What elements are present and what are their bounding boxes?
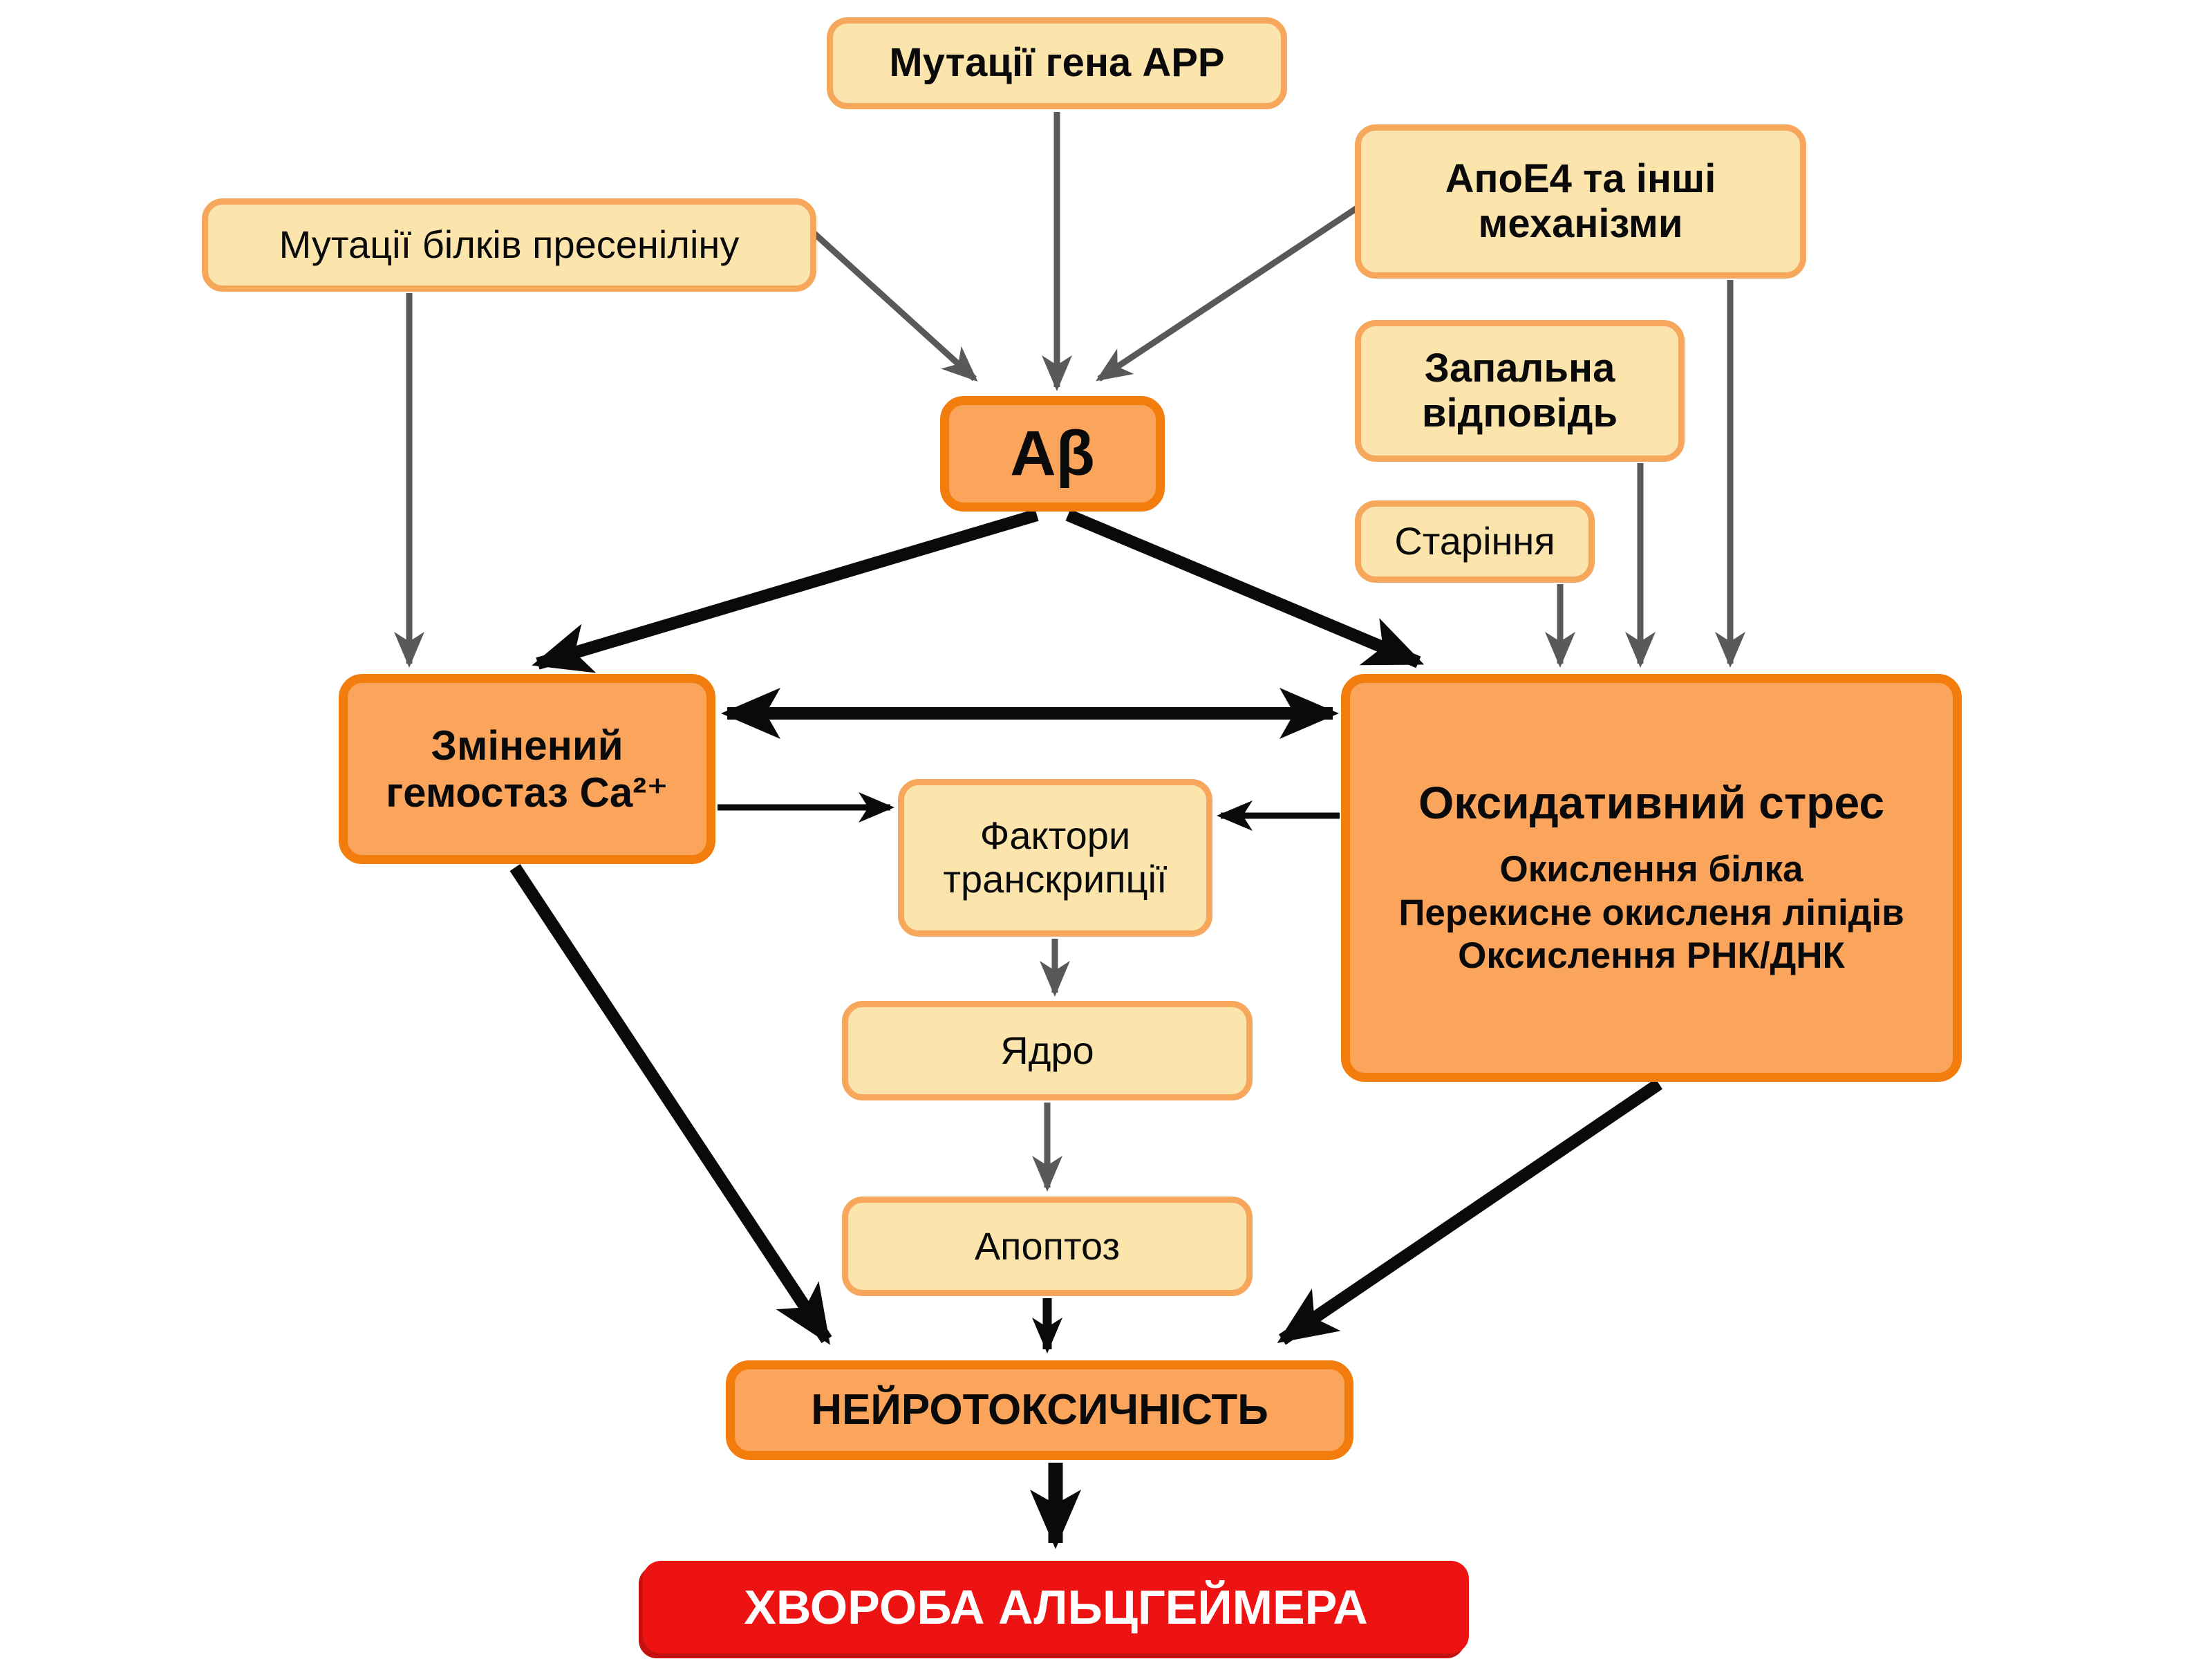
node-label: Апоптоз	[974, 1224, 1121, 1268]
edge-apoe4-to-abeta	[1095, 201, 1365, 382]
node-label: Фактори транскрипції	[943, 814, 1168, 901]
edge-abeta-to-oxidative	[1065, 509, 1425, 668]
node-app-gene-mutations: Мутації гена APP	[827, 17, 1287, 109]
node-transcription-factors: Фактори транскрипції	[898, 779, 1212, 937]
node-alzheimers-disease: ХВОРОБА АЛЬЦГЕЙМЕРА	[643, 1561, 1469, 1653]
node-nucleus: Ядро	[842, 1001, 1253, 1100]
node-aging: Старіння	[1355, 500, 1595, 583]
edge-abeta-to-calcium	[532, 509, 1039, 673]
node-item-rna-dna-oxidation: Оксислення РНК/ДНК	[1458, 935, 1845, 977]
node-label: Мутації гена APP	[889, 40, 1225, 86]
node-presenilin-mutations: Мутації білків пресеніліну	[202, 198, 816, 292]
node-label: Запальна відповідь	[1421, 345, 1618, 435]
node-label: НЕЙРОТОКСИЧНІСТЬ	[811, 1386, 1268, 1434]
node-label: АпоЕ4 та інші механізми	[1445, 156, 1716, 246]
node-label: ХВОРОБА АЛЬЦГЕЙМЕРА	[744, 1580, 1368, 1634]
node-item-protein-oxidation: Окислення білка	[1499, 849, 1803, 890]
node-title: Оксидативний стрес	[1418, 777, 1885, 829]
node-label: Аβ	[1010, 418, 1095, 489]
node-inflammatory-response: Запальна відповідь	[1355, 320, 1685, 462]
node-neurotoxicity: НЕЙРОТОКСИЧНІСТЬ	[726, 1360, 1353, 1460]
node-altered-calcium-homeostasis: Змінений гемостаз Ca²⁺	[339, 674, 715, 864]
edge-oxidative-to-neurotoxicity	[1277, 1078, 1663, 1345]
edge-presenilin-to-abeta	[809, 229, 978, 382]
node-oxidative-stress: Оксидативний стрес Окислення білка Перек…	[1341, 674, 1962, 1082]
node-item-lipid-peroxidation: Перекисне окисленя ліпідів	[1398, 892, 1904, 933]
node-amyloid-beta: Аβ	[940, 396, 1165, 512]
node-apoe4-other-mechanisms: АпоЕ4 та інші механізми	[1355, 124, 1806, 279]
edge-calcium-to-neurotoxicity	[509, 864, 832, 1345]
node-label: Старіння	[1394, 519, 1555, 563]
node-label: Мутації білків пресеніліну	[279, 223, 740, 267]
node-label: Змінений гемостаз Ca²⁺	[386, 722, 668, 816]
node-apoptosis: Апоптоз	[842, 1197, 1253, 1296]
node-label: Ядро	[1000, 1028, 1094, 1072]
